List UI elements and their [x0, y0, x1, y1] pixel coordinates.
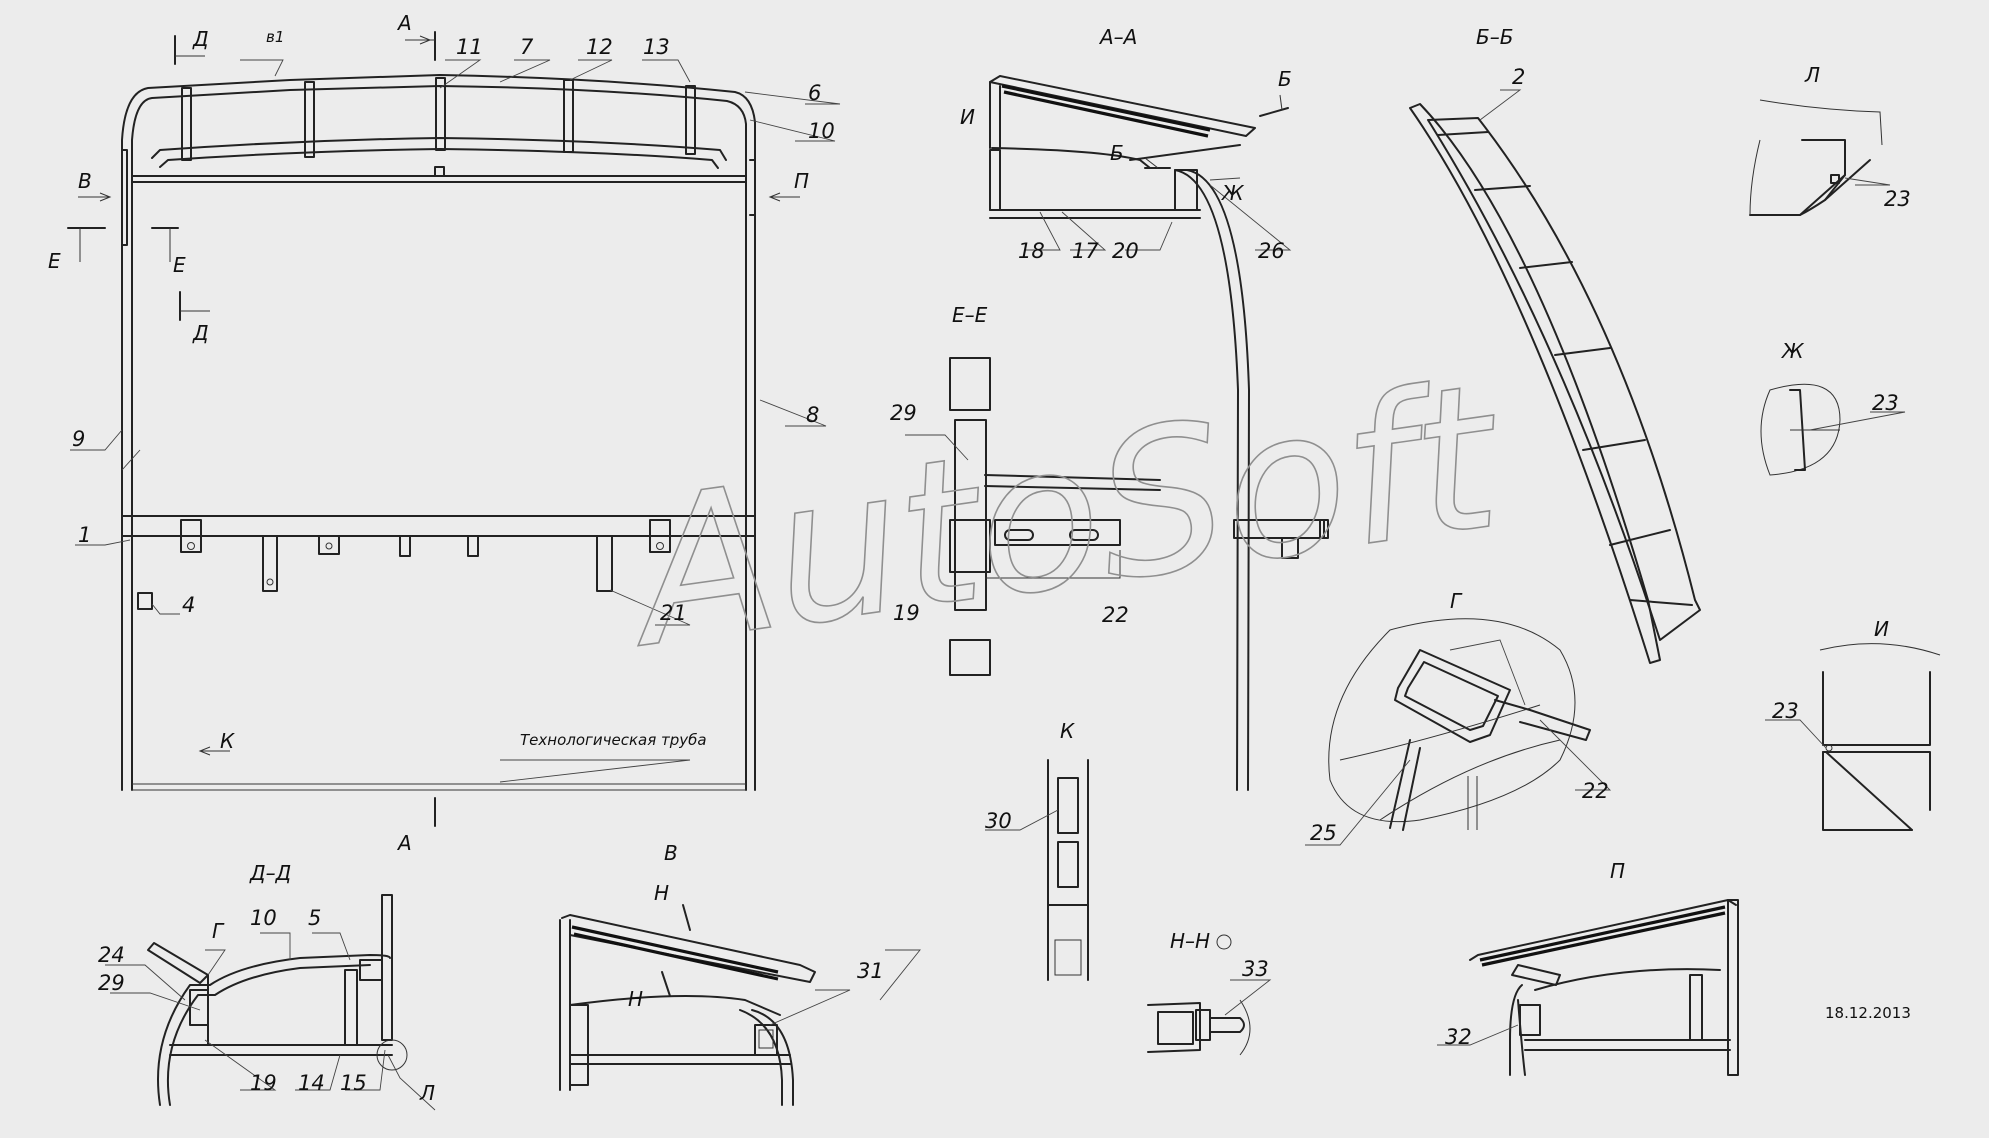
- part-4: 4: [182, 593, 195, 617]
- part-numbers: 11 7 12 13 6 10 8 9 1 4 21 29 19 22 18 1…: [72, 35, 1911, 1095]
- part-26: 26: [1258, 239, 1285, 263]
- mark-e-right: Е: [173, 253, 186, 277]
- part-18: 18: [1018, 239, 1045, 263]
- part-20: 20: [1112, 239, 1139, 263]
- rotation-icon: [1216, 934, 1232, 950]
- title-n-n: Н–Н: [1170, 929, 1210, 953]
- mark-d-top: Д: [192, 27, 209, 51]
- part-15: 14: [298, 1071, 325, 1095]
- part-32: 32: [1445, 1025, 1472, 1049]
- drawing-date: 18.12.2013: [1825, 1004, 1911, 1022]
- part-9: 9: [72, 427, 85, 451]
- section-b-b: [1409, 103, 1701, 664]
- detail-zh: [1760, 383, 1841, 476]
- part-17: 17: [1072, 239, 1099, 263]
- main-front-view: [121, 74, 756, 791]
- part-31: 31: [857, 959, 884, 983]
- part-25: 24: [98, 943, 125, 967]
- section-e-e: [949, 357, 1161, 676]
- mark-v: В: [78, 169, 92, 193]
- part-21: 21: [660, 601, 687, 625]
- part-5: 5: [308, 906, 321, 930]
- part-10: 10: [250, 906, 277, 930]
- title-a-a: А–А: [1098, 25, 1137, 49]
- part-12: 11: [456, 35, 483, 59]
- mark-i: И: [960, 105, 975, 129]
- view-k: [1047, 759, 1089, 981]
- cut-mark-letters: А А Д Д Е Е В П К в1 И Б Б Ж Г Л Н Н: [48, 11, 1292, 1105]
- part-30-ee: 29: [890, 401, 917, 425]
- title-e-e: Е–Е: [952, 303, 988, 327]
- cut-marks: [67, 31, 1289, 997]
- mark-l: Л: [419, 1081, 435, 1105]
- mark-a-top: А: [396, 11, 412, 35]
- part-11: 10: [808, 119, 835, 143]
- section-d-d: [147, 894, 393, 1106]
- part-2: 2: [1512, 65, 1525, 89]
- part-19-ee: 19: [893, 601, 920, 625]
- mark-zh: Ж: [1220, 181, 1245, 205]
- mark-p: П: [794, 169, 809, 193]
- mark-g: Г: [212, 919, 225, 943]
- part-33: 33: [1242, 957, 1269, 981]
- mark-n-upper: Н: [654, 881, 669, 905]
- view-v: [559, 914, 816, 1106]
- title-i: И: [1874, 617, 1889, 641]
- part-22-ee: 22: [1102, 603, 1129, 627]
- part-7: 7: [520, 35, 534, 59]
- part-23-l: 23: [1884, 187, 1911, 211]
- part-8: 8: [806, 403, 819, 427]
- title-k: К: [1060, 719, 1075, 743]
- part-16: 15: [340, 1071, 367, 1095]
- part-24: 25: [1310, 821, 1337, 845]
- section-a-a: [989, 75, 1329, 791]
- mark-n-lower: Н: [628, 987, 643, 1011]
- section-titles: А–А Б–Б Е–Е Д–Д В К Г Н–Н П Л Ж И: [249, 25, 1889, 953]
- detail-i: [1819, 643, 1941, 831]
- title-p: П: [1610, 859, 1625, 883]
- title-l: Л: [1804, 63, 1820, 87]
- mark-e-left: Е: [48, 249, 61, 273]
- view-p: [1469, 899, 1739, 1076]
- section-n-n: [1147, 999, 1251, 1056]
- part-6: 6: [808, 81, 821, 105]
- mark-d-mid: Д: [192, 321, 209, 345]
- part-1: 1: [78, 523, 91, 547]
- part-22-g: 22: [1582, 779, 1609, 803]
- part-23-zh: 23: [1872, 391, 1899, 415]
- part-30-dd: 29: [98, 971, 125, 995]
- mark-v1: в1: [266, 28, 284, 46]
- mark-b-lower: Б: [1110, 141, 1124, 165]
- part-19-dd: 19: [250, 1071, 277, 1095]
- title-zh: Ж: [1780, 339, 1805, 363]
- title-d-d: Д–Д: [249, 861, 291, 885]
- mark-b-upper: Б: [1278, 67, 1292, 91]
- mark-k: К: [220, 729, 235, 753]
- title-v: В: [664, 841, 678, 865]
- part-14: 13: [643, 35, 670, 59]
- title-g: Г: [1450, 589, 1463, 613]
- part-13: 12: [586, 35, 613, 59]
- part-29: 30: [985, 809, 1012, 833]
- mark-a-bottom: А: [396, 831, 412, 855]
- detail-l: [1749, 99, 1883, 216]
- title-b-b: Б–Б: [1476, 25, 1513, 49]
- part-23-i: 23: [1772, 699, 1799, 723]
- detail-g: [1328, 618, 1591, 831]
- tech-pipe-label: Технологическая труба: [520, 731, 707, 749]
- leader-lines: [70, 59, 1906, 1111]
